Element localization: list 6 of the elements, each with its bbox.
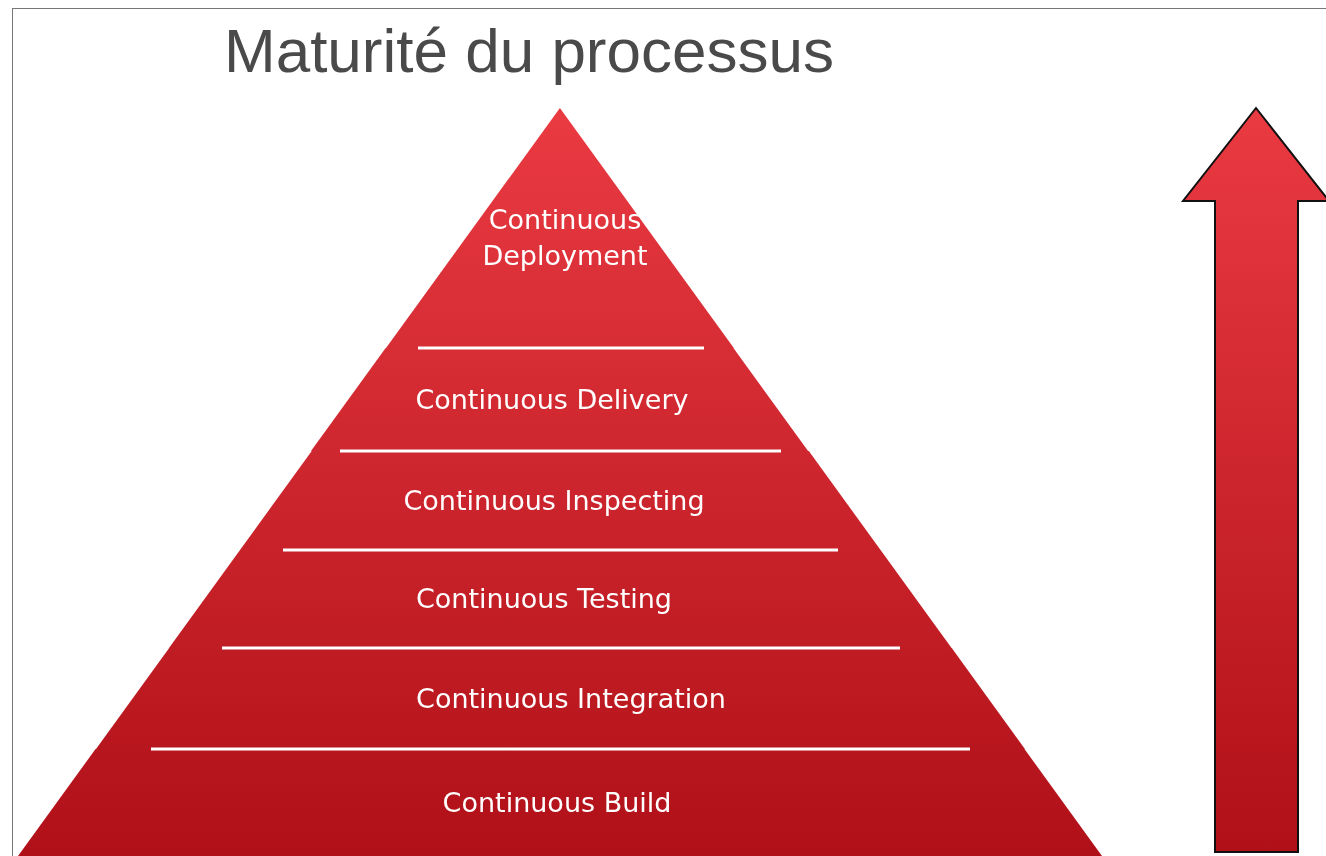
level-label: Continuous Inspecting <box>402 483 706 518</box>
level-label: Continuous Deployment <box>481 203 649 273</box>
level-label: Continuous Delivery <box>414 382 690 417</box>
level-label: Continuous Testing <box>414 582 673 616</box>
level-label: Continuous Build <box>441 785 673 820</box>
level-label: Continuous Integration <box>415 681 727 716</box>
